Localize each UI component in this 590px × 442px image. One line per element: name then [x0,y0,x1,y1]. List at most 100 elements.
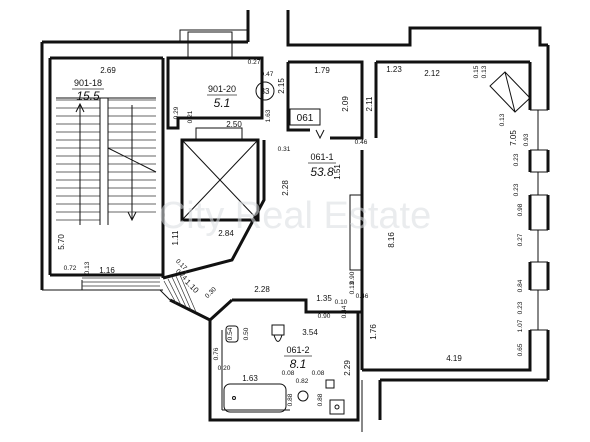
bathtub [223,383,287,413]
dimension-label: 0.13 [84,261,91,274]
dimension-label: 0.88 [287,393,294,406]
stair-arrow-up [75,102,85,225]
dimension-label: 0.23 [517,301,524,314]
stair-diagonal [107,147,157,173]
wall-top-left [42,10,250,44]
dimension-label: 0.13 [481,65,488,78]
room-area-901-20: 5.1 [214,96,231,110]
wall-room-901-20 [166,56,264,130]
dimension-label: 0.21 [187,110,194,123]
dimension-label: 1.10 [183,278,201,296]
dimension-label: 0.30 [204,286,218,300]
dimension-label: 7.05 [509,130,518,146]
dimension-label: 0.46 [355,139,368,146]
toilet-bowl [273,334,283,342]
room-id-901-20: 901-20 [208,84,236,94]
wall-top-right [286,10,548,47]
window-4 [530,289,548,331]
corner-window [489,71,531,113]
dimension-label: 0.29 [173,106,180,119]
dimension-label: 1.07 [517,319,524,332]
bathroom-fixtures [223,324,345,415]
dimension-label: 0.10 [335,299,348,306]
dimension-label: 0.15 [473,65,480,78]
elevator [181,127,259,221]
markers: 33 061 [255,81,325,140]
dimension-label: 2.11 [365,96,374,112]
dimension-label: 1.63 [265,109,272,122]
stair-left-flight [56,99,100,221]
dimension-label: 1.63 [242,374,258,383]
dimension-label: 2.15 [277,78,286,94]
stair-entry-steps [82,277,160,287]
room-area-061-1: 53.8 [310,165,334,179]
room-id-061-2: 061-2 [286,345,309,355]
room-id-061-1: 061-1 [310,152,333,162]
wall-corridor-lower [232,298,362,314]
elevator-cross [181,139,259,221]
wall-corridor-left [185,140,266,274]
room-area-901-18: 15.5 [76,89,100,103]
window-3 [530,229,548,263]
dimension-label: 0.44 [341,305,348,318]
dimension-label: 0.27 [517,233,524,246]
sink [225,325,239,343]
dimension-label: 0.08 [282,370,295,377]
wall-bathroom [208,298,360,422]
dimension-label: 2.09 [341,96,350,112]
apt-number-box [289,108,321,126]
dimension-label: 0.27 [248,59,261,66]
dimension-label: 0.98 [517,203,524,216]
bathtub-drain [232,396,236,400]
dimension-label: 0.31 [278,146,291,153]
dimension-label: 1.79 [314,66,330,75]
dimension-label: 0.54 [227,327,234,340]
dimension-label: 2.69 [100,66,116,75]
dimension-label: 0.90 [349,271,356,284]
dimension-label: 1.51 [333,164,342,180]
wall-top-notch [179,29,248,42]
dimension-label: 0.72 [64,265,77,272]
dimension-label: 1.35 [316,294,332,303]
dimension-label: 0.76 [213,347,220,360]
dimension-label: 2.28 [254,285,270,294]
dimension-labels: 2.69 5.70 0.72 0.13 1.16 0.27 0.47 0.29 … [57,59,530,406]
dimension-label: 0.84 [517,279,524,292]
room-id-901-18: 901-18 [74,78,102,88]
dimension-label: 0.08 [312,370,325,377]
dimension-label: 2.12 [424,69,440,78]
dimension-label: 0.90 [318,313,331,320]
dimension-label: 0.65 [517,343,524,356]
dimension-label: 1.23 [386,65,402,74]
dimension-label: 1.76 [369,324,378,340]
fixture-box [329,399,345,415]
floor-marker-text: 33 [261,87,270,96]
toilet-tank [271,324,285,336]
dimension-label: 0.13 [349,281,356,294]
entry-arrow-icon [315,129,325,140]
fixture-small [334,404,340,410]
wall-stair-left [40,42,52,290]
fixture-round [297,390,309,402]
staircase [56,97,197,313]
wall-bathroom-inner [221,330,290,411]
corner-window-frame [489,71,531,113]
wall-block-bath [325,379,335,389]
dimension-label: 0.82 [296,378,309,385]
elevator-door [195,127,243,141]
dimension-label: 0.50 [243,327,250,340]
apt-number-text: 061 [297,113,314,124]
dimension-label: 1.11 [171,230,180,246]
dimension-label: 2.29 [343,360,352,376]
column [349,194,363,271]
dimension-label: 2.28 [281,180,290,196]
dimension-label: 4.19 [446,354,462,363]
dimension-label: 1.16 [99,266,115,275]
dimension-label: 8.16 [387,232,396,248]
wall-corridor-top [286,60,364,140]
window-1 [530,109,548,151]
entrance-steps [163,274,197,313]
wall-entrance-diagonal [162,270,211,322]
dimension-label: 2.50 [226,120,242,129]
